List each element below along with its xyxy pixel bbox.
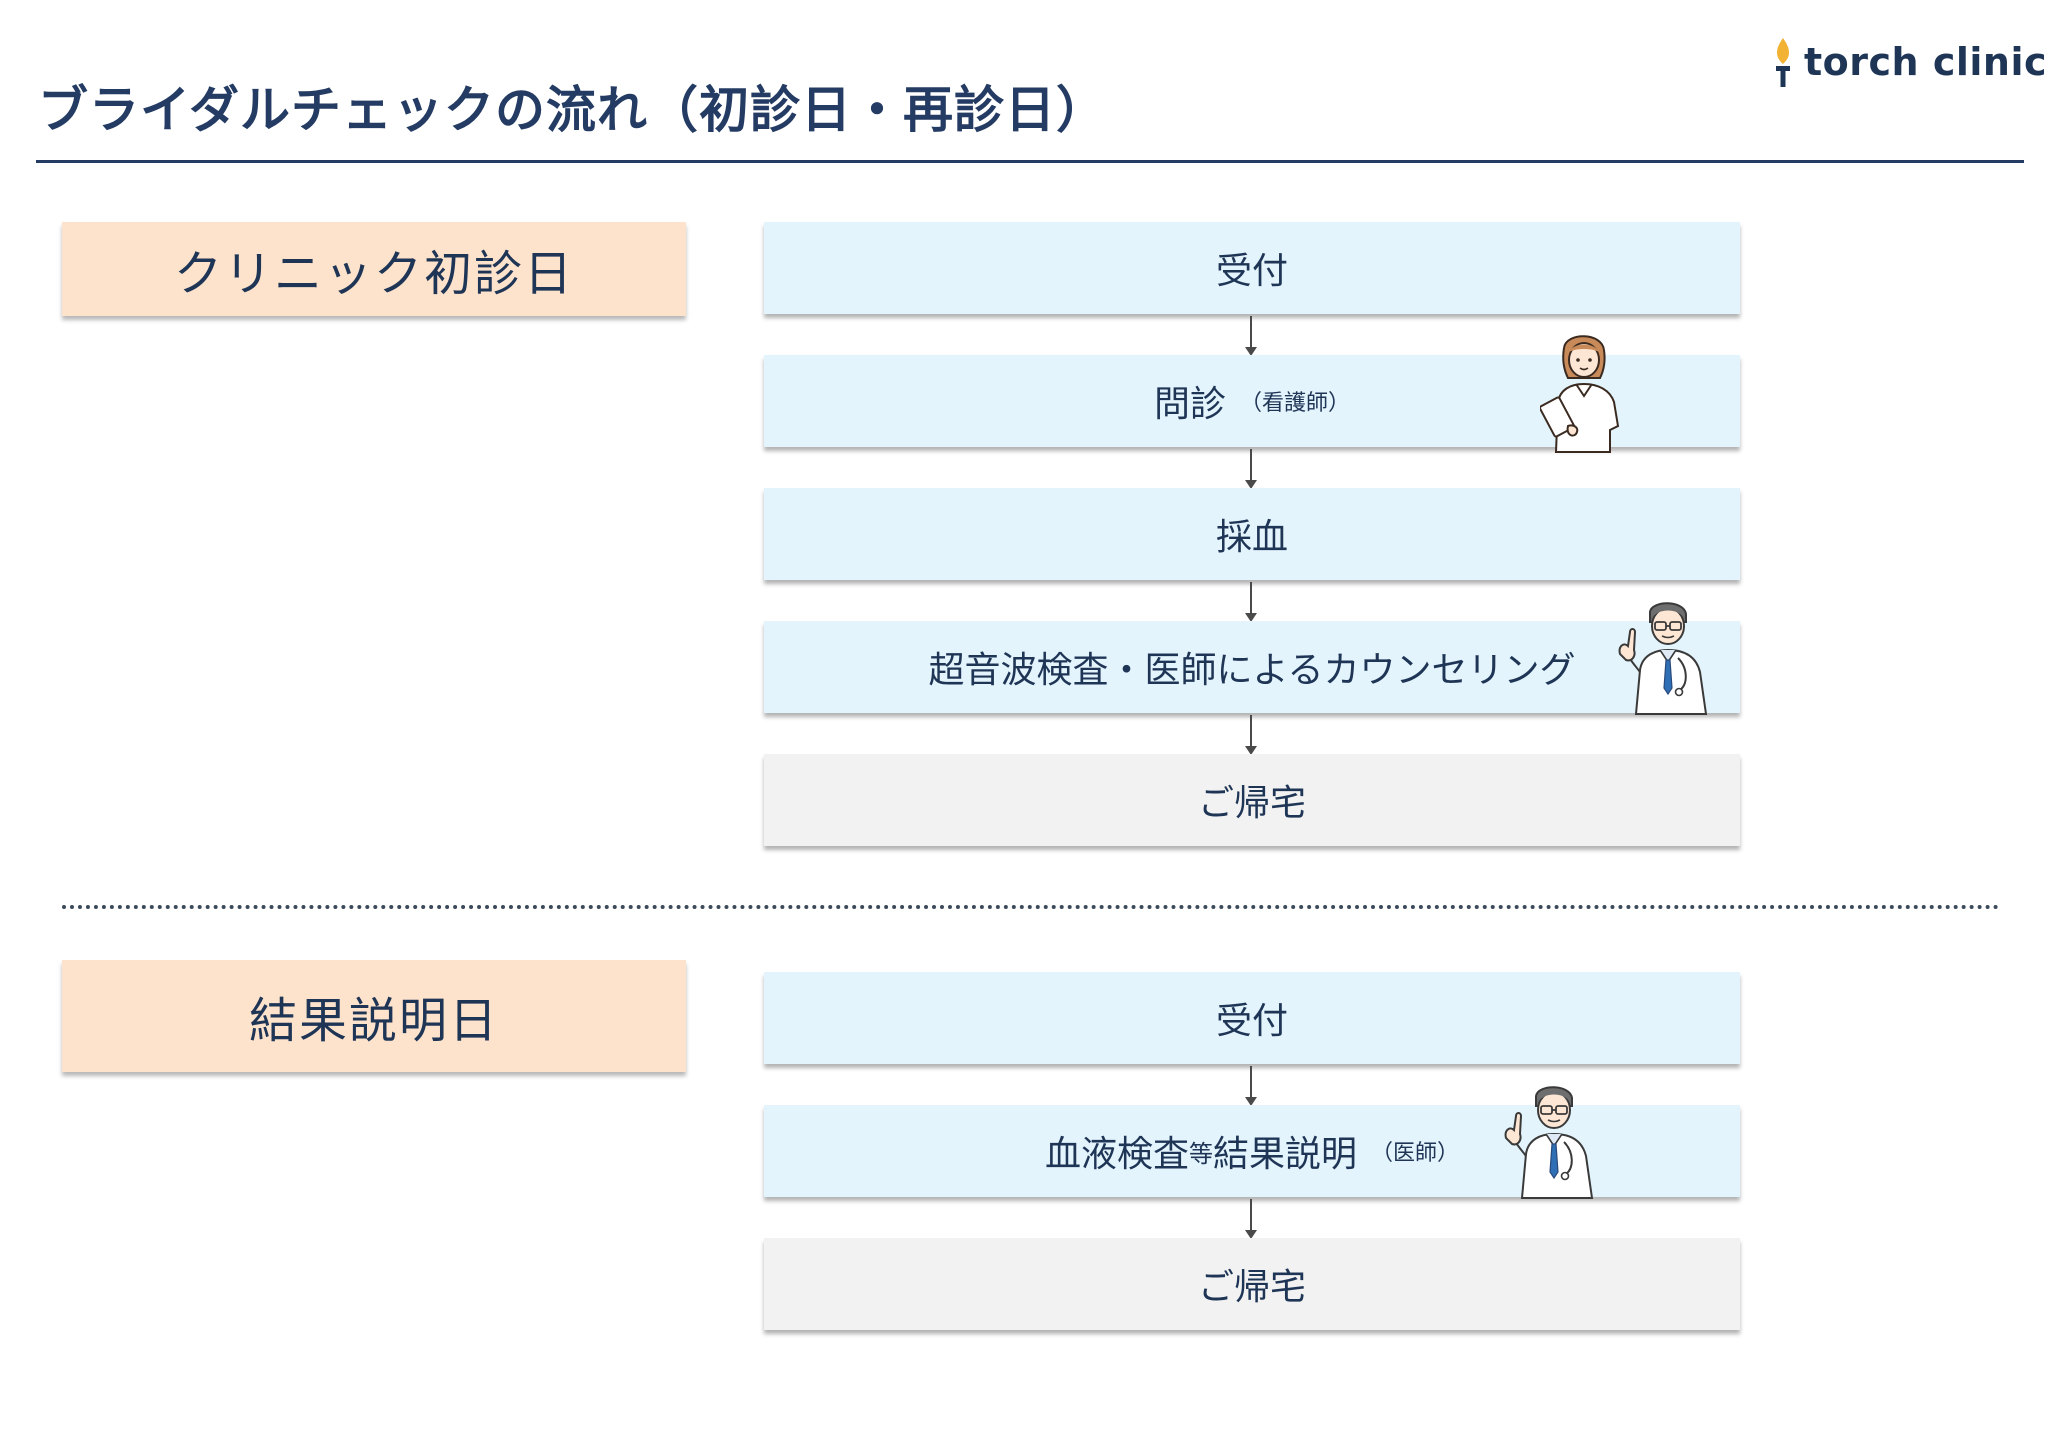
flow-arrow: [1245, 582, 1257, 622]
flow-step-go-home: ご帰宅: [764, 754, 1740, 846]
day-label-results-day: 結果説明日: [62, 960, 686, 1072]
page-title: ブライダルチェックの流れ（初診日・再診日）: [38, 81, 1107, 139]
step-label: 採血: [1215, 517, 1288, 558]
flow-step-blood-draw: 採血: [764, 488, 1740, 580]
step-label: 受付: [1215, 1001, 1288, 1042]
nurse-icon: [1540, 335, 1620, 453]
doctor-icon: [1618, 602, 1708, 715]
step-label: ご帰宅: [1197, 1267, 1306, 1308]
flow-step-reception: 受付: [764, 222, 1740, 314]
day-label-first-visit: クリニック初診日: [62, 222, 686, 316]
step-label-small: 等: [1188, 1139, 1213, 1168]
flow-arrow: [1245, 1066, 1257, 1106]
step-label: 問診: [1153, 384, 1226, 425]
step-note: （医師）: [1371, 1141, 1460, 1166]
flow-arrow: [1245, 449, 1257, 489]
step-label: ご帰宅: [1197, 783, 1306, 824]
step-label-main: 血液検査: [1044, 1134, 1189, 1175]
flow-arrow: [1245, 316, 1257, 356]
step-label: 受付: [1215, 251, 1288, 292]
logo-text: torch clinic: [1804, 40, 2047, 84]
title-underline: [36, 160, 2024, 163]
flow-step-ultrasound-counseling: 超音波検査・医師によるカウンセリング: [764, 621, 1740, 713]
doctor-icon: [1504, 1086, 1594, 1199]
flow-step-reception: 受付: [764, 972, 1740, 1064]
step-note: （看護師）: [1240, 391, 1351, 416]
flow-arrow: [1245, 1199, 1257, 1239]
torch-icon: [1776, 38, 1790, 87]
clinic-logo: torch clinic: [1770, 32, 2047, 92]
flow-step-go-home: ご帰宅: [764, 1238, 1740, 1330]
step-label-tail: 結果説明: [1212, 1134, 1357, 1175]
section-divider: [62, 905, 2000, 909]
step-label: 超音波検査・医師によるカウンセリング: [928, 650, 1576, 691]
flow-arrow: [1245, 715, 1257, 755]
